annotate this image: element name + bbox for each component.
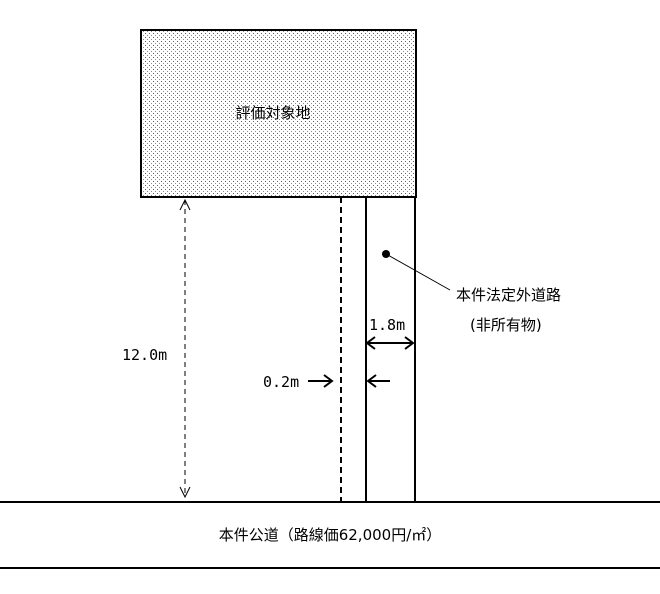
subject-land-label: 評価対象地 [235,104,310,122]
road-width-arrow-right [404,336,415,350]
subject-land-area [140,29,417,198]
private-road-label-line1: 本件法定外道路 [456,286,561,304]
leader-line [385,253,451,291]
public-road-label: 本件公道（路線価62,000円/㎡） [219,526,442,544]
gap-arrow-left-head [323,374,334,388]
road-width-arrow-left [365,336,376,350]
depth-dimension-label: 12.0m [122,346,167,364]
private-road-label-line2: (非所有物) [470,316,542,334]
gap-arrow-right-head [366,374,377,388]
road-width-label: 1.8m [369,316,405,334]
depth-arrow-bottom [179,486,191,499]
gap-label: 0.2m [263,373,299,391]
depth-arrow-top [179,198,191,211]
